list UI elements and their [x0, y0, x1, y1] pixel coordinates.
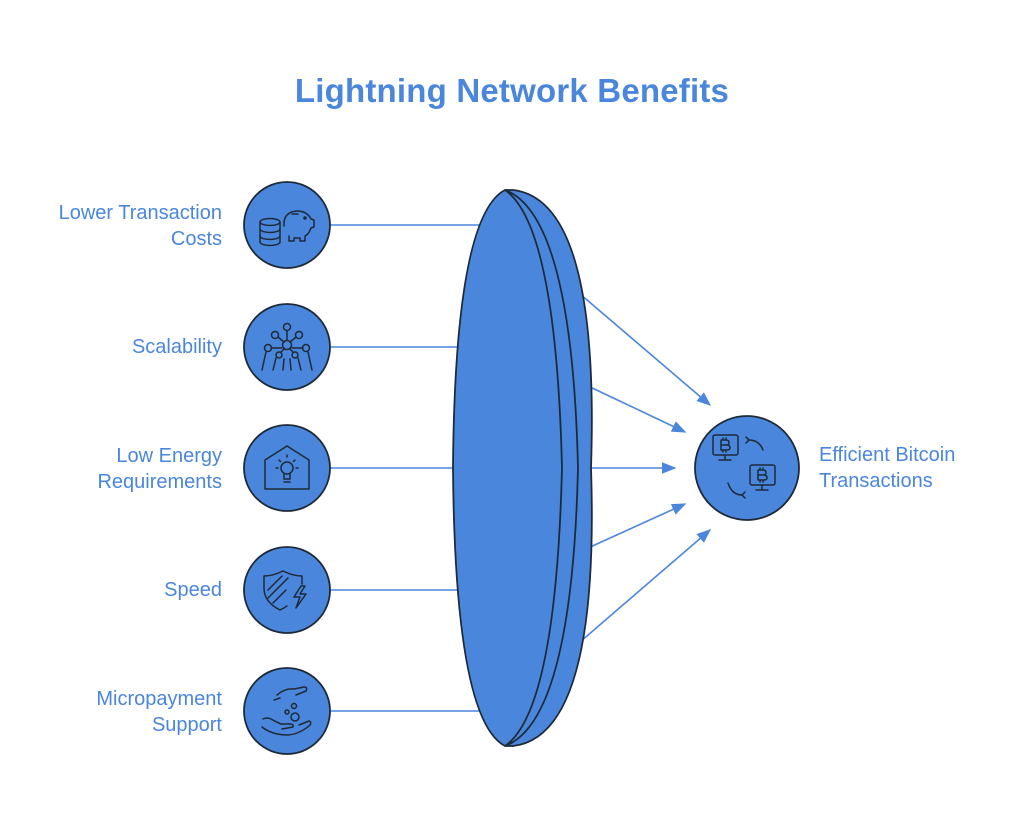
label-line: Low Energy [116, 445, 222, 467]
icon-circle [243, 546, 331, 634]
label-low-energy-requirements: Low Energy Requirements [97, 443, 222, 495]
icon-circle [243, 667, 331, 755]
label-lower-transaction-costs: Lower Transaction Costs [59, 200, 222, 252]
icon-circle [243, 181, 331, 269]
lens [452, 189, 593, 747]
arrow [587, 385, 687, 433]
output-circle [694, 415, 800, 521]
house-lightbulb-icon [264, 445, 310, 490]
icon-circle [243, 424, 331, 512]
label-line: Efficient Bitcoin [819, 444, 956, 466]
lens-rim-inner [504, 189, 563, 747]
label-line: Requirements [97, 471, 222, 493]
label-scalability: Scalability [132, 334, 222, 360]
arrow [587, 503, 687, 549]
label-micropayment-support: Micropayment Support [96, 686, 222, 738]
network-nodes-icon [261, 322, 313, 371]
input-connectors [330, 224, 487, 712]
label-line: Speed [164, 579, 222, 601]
hand-coins-icon [261, 686, 312, 736]
label-line: Micropayment [96, 688, 222, 710]
label-line: Transactions [819, 470, 933, 492]
label-efficient-bitcoin-transactions: Efficient Bitcoin Transactions [819, 442, 955, 494]
piggy-bank-coins-icon [259, 210, 315, 247]
label-line: Lower Transaction [58, 202, 222, 224]
label-line: Costs [170, 228, 222, 250]
shield-lightning-icon [263, 570, 307, 611]
page-title: Lightning Network Benefits [294, 72, 730, 109]
label-line: Support [151, 714, 222, 736]
output-arrows [572, 287, 712, 649]
arrow [572, 529, 712, 649]
lens-body [452, 189, 593, 747]
arrow [572, 287, 712, 406]
label-speed: Speed [164, 577, 222, 603]
lens-rim-outer [504, 189, 579, 747]
bitcoin-exchange-icon [712, 434, 776, 499]
icon-circle [243, 303, 331, 391]
label-line: Scalability [131, 336, 222, 358]
